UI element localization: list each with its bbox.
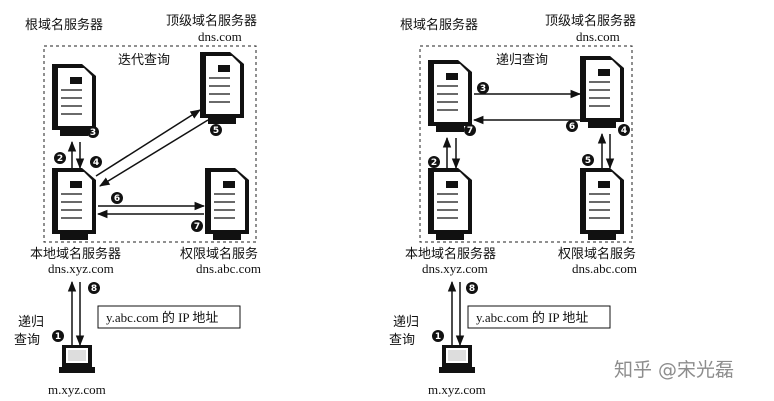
left-host-label: m.xyz.com (48, 382, 106, 397)
right-root-server-icon (427, 59, 473, 133)
svg-text:6: 6 (569, 122, 575, 132)
svg-text:4: 4 (93, 158, 99, 168)
right-auth-server-icon (579, 167, 625, 241)
svg-text:1: 1 (435, 332, 441, 342)
svg-text:3: 3 (90, 128, 96, 138)
left-tld-label: 顶级域名服务器 (166, 13, 257, 29)
left-root-label: 根域名服务器 (25, 17, 103, 33)
left-arrow-4 (95, 109, 201, 177)
right-step-7: 7 (464, 124, 476, 136)
svg-text:7: 7 (194, 222, 200, 232)
right-step-2: 2 (428, 156, 440, 168)
left-recursive-label-2: 查询 (14, 333, 40, 348)
left-step-7: 7 (191, 220, 203, 232)
right-step-3: 3 (477, 82, 489, 94)
right-mode-label: 递归查询 (496, 53, 548, 68)
left-step-6: 6 (111, 192, 123, 204)
left-local-domain: dns.xyz.com (48, 261, 114, 276)
left-tld-server-icon (199, 51, 245, 125)
right-local-server-icon (427, 167, 473, 241)
right-local-domain: dns.xyz.com (422, 261, 488, 276)
right-recursive-label-2: 查询 (389, 333, 415, 348)
svg-text:1: 1 (55, 332, 61, 342)
left-mode-label: 迭代查询 (118, 53, 170, 68)
right-auth-domain: dns.abc.com (572, 261, 637, 276)
right-step-6: 6 (566, 120, 578, 132)
svg-text:5: 5 (213, 126, 219, 136)
left-panel: 1 2 3 4 5 6 7 8 根域名服务器 顶级域名服务器 dns.com 迭… (14, 13, 261, 397)
left-local-label: 本地域名服务器 (30, 246, 121, 262)
svg-text:2: 2 (431, 158, 437, 168)
svg-text:8: 8 (91, 284, 97, 294)
left-tld-domain: dns.com (198, 29, 242, 44)
left-auth-domain: dns.abc.com (196, 261, 261, 276)
right-step-4: 4 (618, 124, 630, 136)
left-auth-label: 权限域名服务 (180, 246, 258, 262)
left-answer-box (97, 305, 241, 329)
right-answer-label: y.abc.com 的 IP 地址 (476, 310, 588, 325)
left-auth-server-icon (204, 167, 250, 241)
right-tld-server-icon (579, 55, 625, 129)
right-tld-domain: dns.com (576, 29, 620, 44)
left-step-8: 8 (88, 282, 100, 294)
right-auth-label: 权限域名服务 (558, 246, 636, 262)
left-step-1: 1 (52, 330, 64, 342)
right-local-label: 本地域名服务器 (405, 246, 496, 262)
left-host-icon (59, 345, 95, 373)
right-root-label: 根域名服务器 (400, 17, 478, 33)
svg-text:5: 5 (585, 156, 591, 166)
left-step-4: 4 (90, 156, 102, 168)
right-panel: 1 2 3 4 5 6 7 8 根域名服务器 顶级域名服务器 dns.com 递… (389, 13, 637, 397)
right-answer-box (467, 305, 611, 329)
svg-text:8: 8 (469, 284, 475, 294)
left-step-2: 2 (54, 152, 66, 164)
right-host-label: m.xyz.com (428, 382, 486, 397)
svg-text:4: 4 (621, 126, 627, 136)
svg-text:6: 6 (114, 194, 120, 204)
right-tld-label: 顶级域名服务器 (545, 13, 636, 29)
left-recursive-label-1: 递归 (18, 315, 44, 330)
svg-text:7: 7 (467, 126, 473, 136)
svg-text:3: 3 (480, 84, 486, 94)
watermark: 知乎 @宋光磊 (614, 359, 734, 381)
left-local-server-icon (51, 167, 97, 241)
left-arrow-5 (99, 119, 209, 187)
left-step-3: 3 (87, 126, 99, 138)
right-recursive-label-1: 递归 (393, 315, 419, 330)
left-root-server-icon (51, 63, 97, 137)
right-step-8: 8 (466, 282, 478, 294)
svg-text:2: 2 (57, 154, 63, 164)
right-step-5: 5 (582, 154, 594, 166)
right-step-1: 1 (432, 330, 444, 342)
right-host-icon (439, 345, 475, 373)
left-step-5: 5 (210, 124, 222, 136)
left-answer-label: y.abc.com 的 IP 地址 (106, 310, 218, 325)
